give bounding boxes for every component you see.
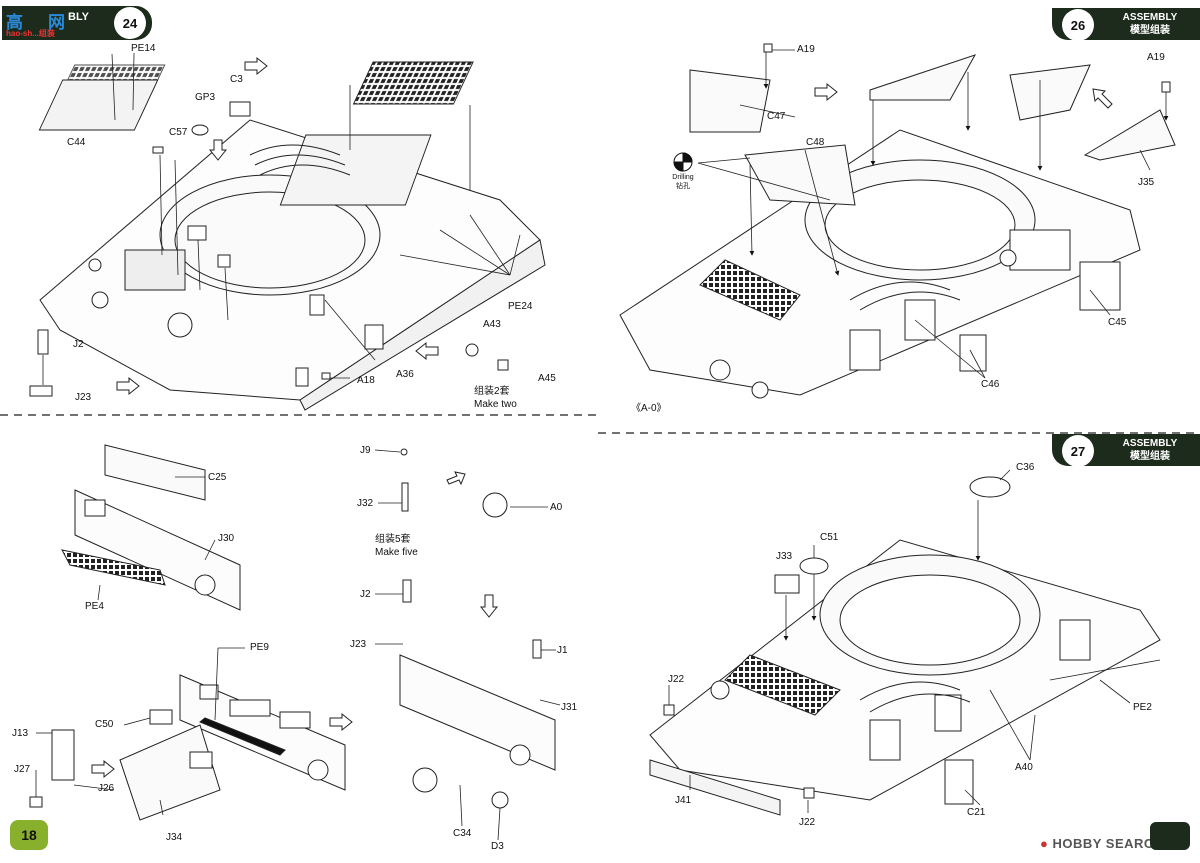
step-26-header: 26 ASSEMBLY 模型组装 [1052,8,1200,41]
part-label-j2-a: J2 [73,339,84,350]
part-label-c48: C48 [806,137,825,148]
part-label-c46: C46 [981,379,1000,390]
subassembly-leader-lines [35,449,561,841]
part-label-j2-b: J2 [360,589,371,600]
step24-parts [29,61,509,397]
part-label-c45: C45 [1108,317,1127,328]
part-label-j35: J35 [1138,177,1155,188]
part-label-pe4: PE4 [85,601,104,612]
part-label-c36: C36 [1016,462,1035,473]
logo-sub: hao-sh...组装 [6,29,55,38]
note-make-five: 组装5套 Make five [375,533,418,559]
part-label-pe2: PE2 [1133,702,1152,713]
watermark-icon: ● [1040,836,1049,851]
step24-hull [39,119,546,411]
part-label-a36: A36 [396,369,414,380]
step24-subassembly-drawings [29,444,556,821]
step26-leader-lines [697,49,1169,379]
subassembly-flow-arrows [91,471,499,779]
part-label-j1: J1 [557,645,568,656]
part-label-j34: J34 [166,832,183,843]
step-27-title-en: ASSEMBLY [1122,438,1178,449]
part-label-c47: C47 [767,111,786,122]
part-label-a18: A18 [357,375,375,386]
step-26-number: 26 [1062,9,1094,41]
part-label-j32: J32 [357,498,374,509]
step-24-number: 24 [114,7,146,39]
part-label-j33: J33 [776,551,793,562]
logo-text-en: BLY [68,11,89,23]
part-label-a40: A40 [1015,762,1033,773]
note-make-two: 组装2套 Make two [474,385,517,411]
step-27-title-cn: 模型组装 [1130,451,1170,462]
part-label-a0: A0 [550,502,563,513]
part-label-j22-a: J22 [668,674,685,685]
part-label-j27: J27 [14,764,31,775]
part-label-j31: J31 [561,702,578,713]
logo-text-cn: 高 [6,13,23,32]
part-label-j23-a: J23 [75,392,92,403]
page-number: 18 [10,820,48,850]
step24-leader-lines [42,52,521,385]
step-27-header: 27 ASSEMBLY 模型组装 [1052,434,1200,467]
part-label-gp3: GP3 [195,92,216,103]
part-label-j41: J41 [675,795,692,806]
note-make-two-en: Make two [474,399,517,410]
part-label-a0-ref: 《A-0》 [631,403,667,414]
part-label-a43: A43 [483,319,501,330]
note-make-five-en: Make five [375,547,418,558]
drilling-note: Drilling 钻孔 [663,173,703,191]
part-label-pe14: PE14 [131,43,156,54]
part-label-c51: C51 [820,532,839,543]
step27-leader-lines [668,469,1161,813]
part-label-pe9: PE9 [250,642,269,653]
part-label-j23-b: J23 [350,639,367,650]
step24-flow-arrows [116,56,439,396]
note-make-five-cn: 组装5套 [375,534,411,545]
part-label-c25: C25 [208,472,227,483]
part-label-d3: D3 [491,841,504,852]
part-label-j9: J9 [360,445,371,456]
part-label-c44: C44 [67,137,86,148]
part-label-pe24: PE24 [508,301,533,312]
step27-hull [649,476,1161,816]
step26-flow-arrows [814,82,1113,109]
watermark-text: HOBBY SEARCH [1052,836,1164,851]
part-label-j22-b: J22 [799,817,816,828]
part-label-c57: C57 [169,127,188,138]
part-label-j26: J26 [98,783,115,794]
part-label-c34: C34 [453,828,472,839]
part-label-a45: A45 [538,373,556,384]
logo-text-cn2: 网 [48,13,65,32]
part-label-j30: J30 [218,533,235,544]
part-label-a19-b: A19 [1147,52,1165,63]
step-26-title-cn: 模型组装 [1130,25,1170,36]
note-make-two-cn: 组装2套 [474,386,510,397]
step-26-title-en: ASSEMBLY [1122,12,1178,23]
part-label-c50: C50 [95,719,114,730]
corner-tab [1150,822,1190,850]
part-label-c3: C3 [230,74,243,85]
watermark: ● HOBBY SEARCH [1040,836,1164,851]
step-27-number: 27 [1062,435,1094,467]
part-label-c21: C21 [967,807,986,818]
drilling-note-en: Drilling [672,174,694,181]
part-label-j13: J13 [12,728,29,739]
drilling-note-cn: 钻孔 [676,183,690,190]
logo: 高 网 BLY hao-sh...组装 24 [2,6,152,40]
drilling-icon [673,152,693,172]
step26-hull [619,43,1176,399]
part-label-a19-a: A19 [797,44,815,55]
